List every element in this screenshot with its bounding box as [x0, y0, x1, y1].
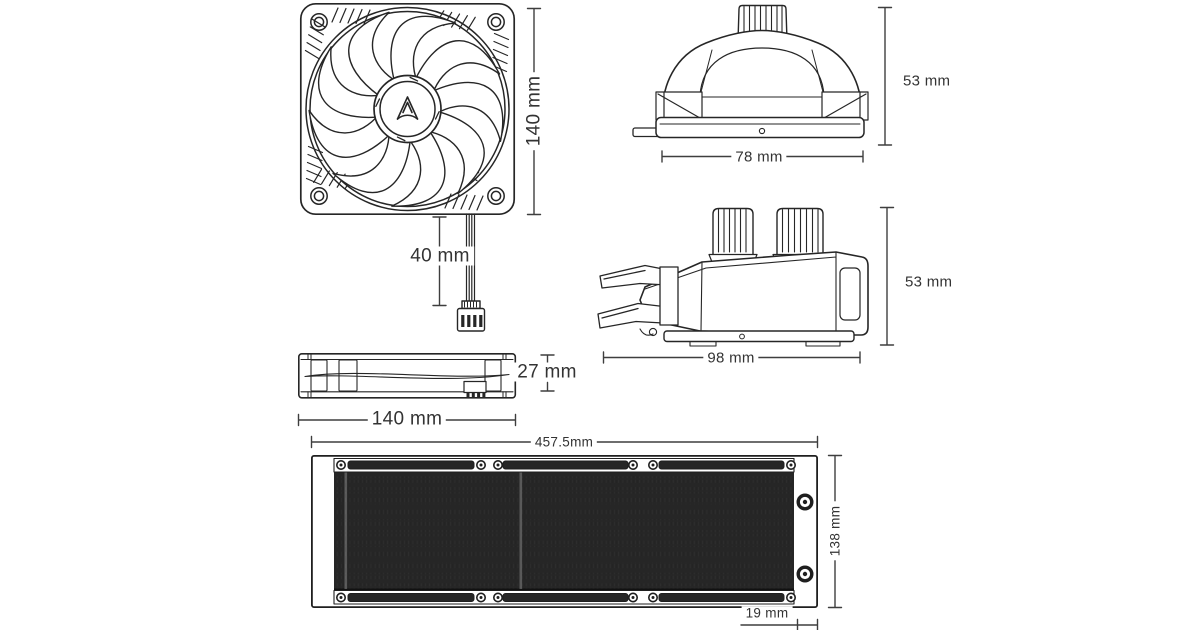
- radiator-screws-bottom: [335, 592, 796, 603]
- fan-thickness-label: 27 mm: [513, 362, 581, 382]
- pump-side-base: [663, 330, 855, 347]
- fan-hub: [373, 74, 442, 144]
- fan-height-label: 140 mm: [524, 71, 545, 151]
- radiator-view: [310, 454, 819, 608]
- radiator-height-label: 138 mm: [827, 501, 842, 561]
- pump-front-brackets: [655, 91, 869, 121]
- cable-length-label: 40 mm: [406, 246, 474, 266]
- pump-side-hose-fittings: [708, 207, 828, 263]
- radiator-ports: [796, 493, 814, 583]
- dim-pump-front-height: [877, 6, 893, 146]
- pump-front-base: [655, 116, 865, 139]
- radiator-bottom-plate: [333, 589, 796, 605]
- radiator-core: [334, 458, 794, 605]
- pump-side-body: [639, 251, 869, 336]
- pump-front-width-label: 78 mm: [731, 149, 787, 164]
- radiator-length-label: 457.5mm: [530, 435, 598, 449]
- fan-side-view: [298, 353, 517, 399]
- radiator-screws-top: [335, 460, 796, 470]
- fan-front-view: [299, 2, 516, 216]
- dim-fan-thickness: [540, 354, 555, 392]
- arctic-logo-icon: [396, 96, 419, 120]
- pump-side-width-label: 98 mm: [703, 350, 759, 365]
- fan-mounting-holes: [310, 13, 505, 205]
- hub-clips: [375, 76, 440, 142]
- side-connector: [463, 380, 487, 398]
- fan-width-label: 140 mm: [367, 409, 447, 429]
- pump-front-view: [632, 4, 869, 139]
- pump-side-view: [597, 207, 869, 347]
- pump-side-brackets: [597, 264, 679, 337]
- pump-front-height-label: 53 mm: [901, 72, 953, 90]
- dim-pump-side-height: [879, 206, 895, 346]
- fan-inner-ring: [309, 10, 506, 208]
- fan-outer-ring: [305, 6, 510, 212]
- radiator-tank-depth-label: 19 mm: [741, 606, 793, 620]
- fan-cable: [456, 213, 486, 332]
- fan-blades: [308, 11, 504, 207]
- pump-side-height-label: 53 mm: [903, 273, 955, 291]
- radiator-top-plate: [333, 457, 796, 473]
- blade-profile: [304, 372, 510, 380]
- dim-radiator-tank: [740, 618, 819, 630]
- fan-connector-4pin: [456, 300, 486, 332]
